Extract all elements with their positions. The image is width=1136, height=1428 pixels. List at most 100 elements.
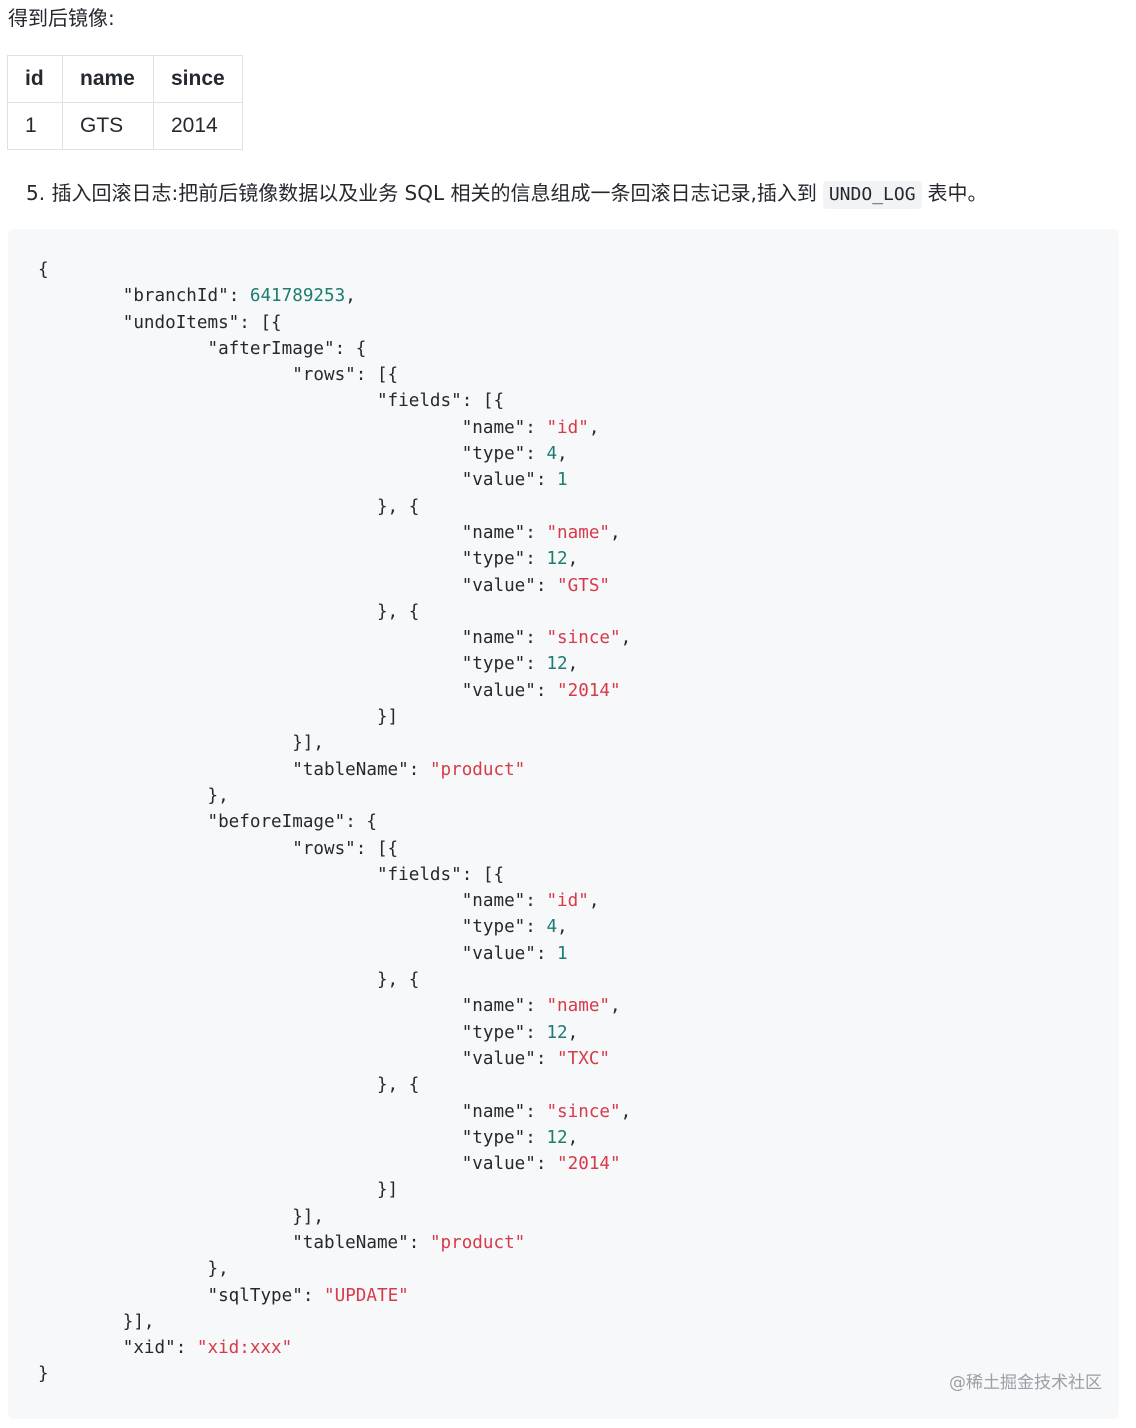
json-number: 641789253 (249, 286, 346, 307)
json-punctuation: : (525, 917, 547, 938)
json-string: "2014" (557, 1154, 621, 1175)
json-punctuation: : [{ (355, 838, 399, 859)
json-punctuation: }] (38, 1180, 399, 1201)
code-line: "name": "since", (38, 628, 632, 649)
json-key: "fields" (376, 391, 462, 412)
json-key: "tableName" (292, 759, 409, 780)
code-line: "name": "id", (38, 417, 600, 438)
json-key: "rows" (292, 365, 356, 386)
column-header-since: since (153, 55, 243, 103)
json-punctuation (38, 339, 207, 359)
json-punctuation: , (588, 417, 600, 438)
code-line: }, (38, 1259, 229, 1280)
json-punctuation: : (535, 943, 558, 964)
code-line: "afterImage": { (38, 339, 366, 359)
code-line: }] (38, 707, 398, 727)
code-line: } (38, 1364, 49, 1384)
json-punctuation: , (557, 917, 568, 938)
json-punctuation (38, 917, 462, 937)
json-punctuation (38, 1049, 462, 1069)
json-string: "id" (546, 417, 589, 438)
code-line: "value": 1 (38, 470, 568, 490)
json-punctuation: }, (38, 1259, 229, 1280)
code-line: "value": "2014" (38, 1154, 621, 1174)
json-punctuation: : (525, 628, 547, 649)
json-punctuation (38, 576, 462, 596)
json-punctuation: }, { (38, 970, 420, 991)
json-punctuation (38, 391, 377, 411)
json-string: "GTS" (557, 575, 611, 596)
code-line: "beforeImage": { (38, 812, 376, 832)
json-key: "type" (461, 917, 526, 938)
code-line: }] (38, 1180, 398, 1200)
json-punctuation: : (408, 1232, 430, 1253)
code-line: }, { (38, 602, 419, 622)
step-5-item: 5. 插入回滚日志:把前后镜像数据以及业务 SQL 相关的信息组成一条回滚日志记… (26, 178, 988, 209)
json-punctuation: , (610, 522, 621, 543)
json-string: "2014" (557, 680, 621, 701)
code-line: "type": 12, (38, 1022, 579, 1043)
json-key: "value" (461, 575, 536, 596)
json-punctuation (38, 812, 207, 832)
json-punctuation: : (525, 1127, 547, 1148)
json-code[interactable]: { "branchId": 641789253, "undoItems": [{… (38, 257, 631, 1388)
json-punctuation (38, 549, 462, 569)
json-string: "since" (546, 1101, 621, 1122)
json-punctuation: : { (334, 338, 367, 359)
step-text-end: 表中。 (927, 181, 988, 205)
json-punctuation: }], (38, 1206, 324, 1227)
json-punctuation: : [{ (355, 365, 399, 386)
json-punctuation: , (567, 1022, 579, 1043)
code-line: "name": "id", (38, 891, 600, 912)
json-punctuation (38, 1154, 462, 1174)
json-punctuation (38, 1233, 292, 1253)
code-line: "value": "2014" (38, 681, 621, 701)
code-line: "rows": [{ (38, 365, 398, 385)
json-key: "fields" (376, 864, 462, 885)
code-line: "xid": "xid:xxx" (38, 1338, 293, 1358)
code-line: "branchId": 641789253, (38, 286, 356, 306)
code-line: "undoItems": [{ (38, 313, 282, 333)
json-number: 4 (546, 917, 558, 938)
json-punctuation: : (535, 1048, 558, 1069)
json-punctuation: }, { (38, 496, 420, 517)
code-line: }, { (38, 497, 419, 517)
json-number: 1 (557, 943, 568, 964)
code-line: "sqlType": "UPDATE" (38, 1286, 408, 1306)
column-header-id: id (7, 55, 63, 103)
json-key: "afterImage" (207, 338, 335, 359)
cell-id: 1 (7, 102, 63, 150)
json-number: 12 (546, 1127, 568, 1148)
json-punctuation: , (345, 286, 356, 307)
json-punctuation (38, 996, 462, 1016)
code-block[interactable]: { "branchId": 641789253, "undoItems": [{… (8, 229, 1119, 1419)
json-key: "rows" (292, 838, 356, 859)
json-punctuation (38, 891, 462, 911)
json-key: "type" (461, 1127, 526, 1148)
code-line: "value": "TXC" (38, 1049, 610, 1069)
json-punctuation: }, (38, 785, 229, 806)
code-line: }, { (38, 970, 419, 990)
json-punctuation: }], (38, 733, 324, 754)
json-punctuation: , (557, 444, 568, 465)
step-number: 5. (26, 181, 46, 205)
json-punctuation (38, 286, 123, 306)
json-key: "tableName" (292, 1232, 409, 1253)
code-line: }, { (38, 1075, 419, 1095)
json-punctuation: : (525, 1101, 547, 1122)
json-key: "value" (461, 943, 536, 964)
json-punctuation: , (588, 891, 600, 912)
json-punctuation (38, 1023, 462, 1043)
json-punctuation (38, 865, 377, 885)
json-punctuation: : (525, 417, 547, 438)
code-line: "name": "name", (38, 996, 621, 1016)
step-text: 插入回滚日志:把前后镜像数据以及业务 SQL 相关的信息组成一条回滚日志记录,插… (51, 181, 817, 205)
code-line: "type": 12, (38, 549, 579, 569)
json-punctuation: : [{ (461, 391, 505, 412)
code-line: }], (38, 1312, 155, 1332)
json-string: "product" (429, 759, 526, 780)
json-punctuation: }], (38, 1311, 155, 1332)
code-line: "name": "since", (38, 1101, 632, 1122)
cell-name: GTS (62, 102, 154, 150)
